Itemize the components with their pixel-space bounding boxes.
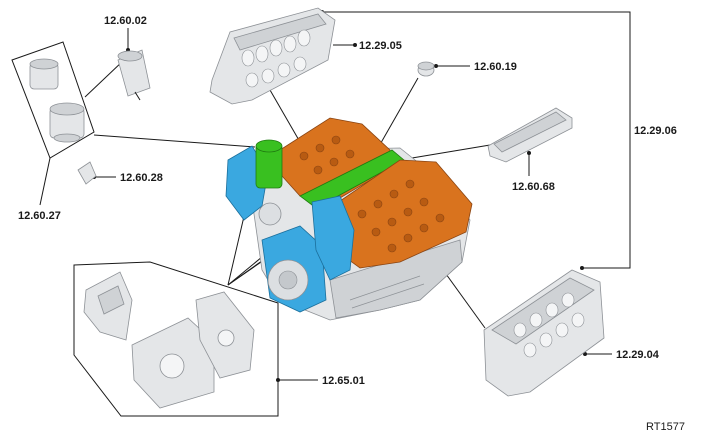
callout-12-29-05: 12.29.05 xyxy=(359,40,402,52)
timing-cover-right xyxy=(311,195,355,281)
oil-separator-cover xyxy=(487,107,573,163)
timing-cover-parts xyxy=(83,271,255,409)
camshaft-cover-upper xyxy=(209,7,336,105)
callout-12-60-28: 12.60.28 xyxy=(120,172,163,184)
oil-filter-kit-parts xyxy=(29,58,97,185)
engine-assembly xyxy=(225,117,473,321)
camshaft-cover-lower xyxy=(483,269,605,397)
callout-12-29-04: 12.29.04 xyxy=(616,349,660,361)
callout-12-29-06: 12.29.06 xyxy=(634,125,677,137)
callout-12-60-02: 12.60.02 xyxy=(104,15,147,27)
oil-filter-canister xyxy=(117,49,151,101)
oil-filter-kit-box xyxy=(11,41,95,159)
timing-cover-kit-box xyxy=(73,261,279,417)
callout-12-60-19: 12.60.19 xyxy=(474,61,517,73)
reference-code: RT1577 xyxy=(646,421,685,433)
callout-labels: 12.60.02 12.29.05 12.60.19 12.29.06 12.6… xyxy=(18,15,685,433)
callout-12-60-68: 12.60.68 xyxy=(512,181,555,193)
callout-12-60-27: 12.60.27 xyxy=(18,210,61,222)
oil-filler-cap xyxy=(417,61,435,77)
callout-12-65-01: 12.65.01 xyxy=(322,375,365,387)
